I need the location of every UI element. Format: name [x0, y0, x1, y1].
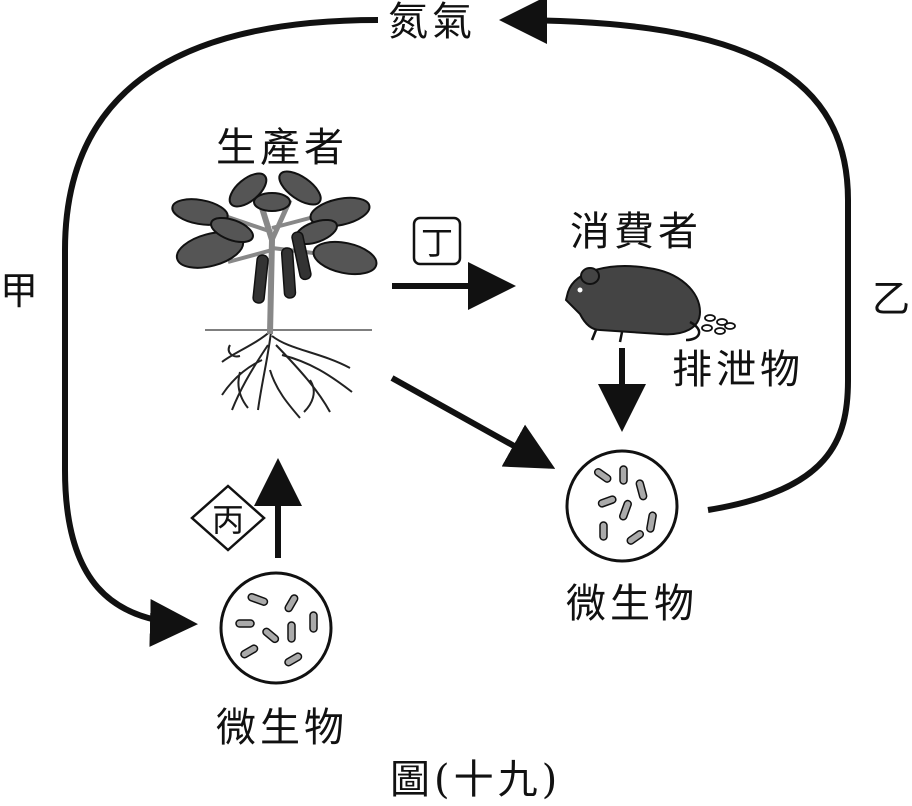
excrement-label: 排泄物 — [672, 347, 804, 393]
process-jia-label: 甲 — [0, 269, 39, 313]
microbe-right-label: 微生物 — [566, 581, 698, 627]
microbe-bottom-label: 微生物 — [216, 705, 348, 751]
consumer-label: 消費者 — [570, 209, 702, 255]
label-bing-diamond — [190, 484, 266, 552]
mouse-icon — [564, 265, 736, 343]
producer-label: 生產者 — [216, 125, 348, 171]
process-yi-label: 乙 — [872, 277, 911, 321]
process-ding-label: 丁 — [420, 224, 453, 262]
plant-icon — [171, 170, 378, 419]
microbe-circle-right — [565, 449, 679, 563]
arrow-producer-to-microbe — [390, 375, 556, 469]
microbe-circle-bottom — [219, 571, 333, 685]
process-bing-label: 丙 — [211, 501, 244, 539]
arrow-jia — [62, 17, 379, 647]
nitrogen-gas-label: 氮氣 — [388, 0, 476, 45]
arrow-yi — [499, 0, 851, 513]
figure-caption: 圖(十九) — [390, 757, 562, 803]
label-ding-box — [412, 216, 462, 266]
